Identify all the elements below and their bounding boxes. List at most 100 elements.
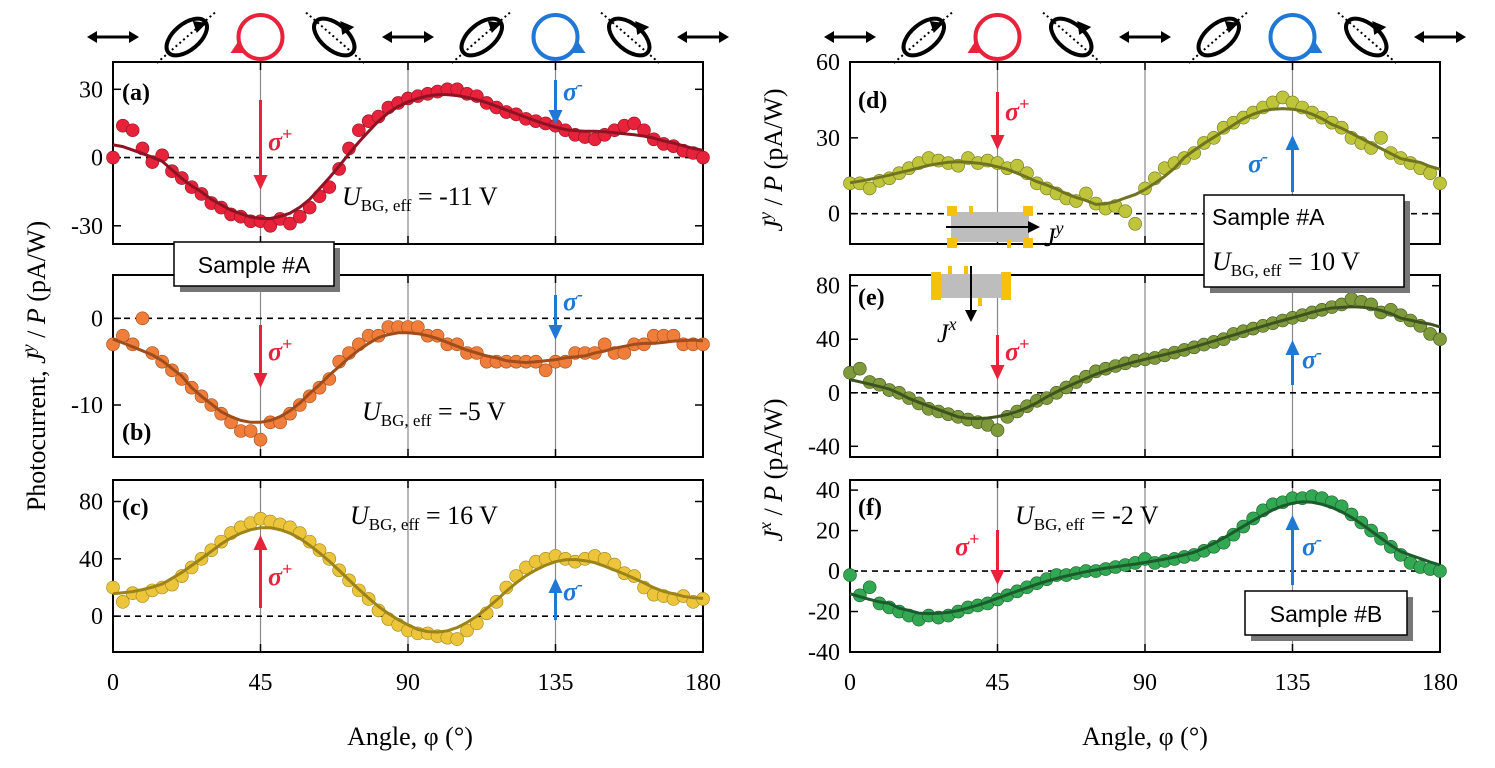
polarization-ell1-icon xyxy=(1188,10,1250,64)
svg-text:σ-: σ- xyxy=(563,574,583,606)
polarization-lin-icon xyxy=(87,31,139,43)
data-point xyxy=(1118,204,1133,218)
sample-b-label: Sample #B xyxy=(1270,601,1383,627)
data-point xyxy=(125,123,140,138)
sigma-plus-arrow: σ+ xyxy=(253,535,292,608)
data-point xyxy=(862,181,877,196)
sigma-minus-arrow: σ- xyxy=(548,284,583,340)
sigma-minus-arrow: σ- xyxy=(548,74,583,125)
y-tick-label: 0 xyxy=(828,559,840,585)
sample-a-label-right: Sample #A xyxy=(1212,204,1325,230)
polarization-ell2-icon xyxy=(303,10,365,64)
jx-label: Jx xyxy=(937,314,957,348)
data-point xyxy=(843,568,857,582)
polarization-ell1-icon xyxy=(156,10,218,64)
y-tick-label: 30 xyxy=(816,126,840,152)
y-tick-label: 80 xyxy=(816,274,840,300)
data-point xyxy=(1433,176,1447,191)
data-point xyxy=(696,150,710,165)
device-inset-jy: Jy xyxy=(946,206,1064,252)
data-point xyxy=(106,150,120,165)
sigma-minus-arrow: σ- xyxy=(548,574,583,620)
device-inset-jx: Jx xyxy=(931,266,1011,348)
polarization-icons-left xyxy=(87,10,729,64)
fit-curve xyxy=(849,305,1441,421)
data-point xyxy=(135,311,150,326)
data-point xyxy=(990,423,1005,438)
polarization-lin-icon xyxy=(824,31,876,43)
sigma-minus-arrow: σ- xyxy=(1285,340,1322,385)
svg-text:σ+: σ+ xyxy=(268,559,292,591)
polarization-circB-icon xyxy=(1268,13,1323,61)
panel-label: (c) xyxy=(122,495,149,521)
data-point xyxy=(312,380,327,395)
data-point xyxy=(253,432,268,447)
x-tick-label: 45 xyxy=(986,670,1010,696)
svg-text:σ-: σ- xyxy=(1302,342,1322,374)
polarization-ell2-icon xyxy=(1040,10,1102,64)
jy-label: Jy xyxy=(1044,218,1064,252)
panel-label: (d) xyxy=(858,88,887,114)
y-axis-label-right-bottom: Jx / P (pA/W) xyxy=(755,398,788,541)
ubg-annotation: UBG, eff = -2 V xyxy=(1015,501,1159,534)
x-tick-label: 0 xyxy=(107,670,119,696)
x-tick-label: 135 xyxy=(538,670,574,696)
data-point xyxy=(1374,131,1388,145)
panel-label: (f) xyxy=(858,495,882,521)
data-point xyxy=(450,632,464,646)
data-point xyxy=(627,116,641,131)
svg-text:σ+: σ+ xyxy=(955,529,979,561)
data-point xyxy=(312,543,327,558)
ubg-annotation: UBG, eff = 16 V xyxy=(350,501,498,534)
x-tick-label: 180 xyxy=(1422,670,1458,696)
polarization-ell1-icon xyxy=(893,10,955,64)
y-tick-label: 0 xyxy=(91,306,103,332)
data-point xyxy=(1433,332,1447,347)
data-point xyxy=(322,552,337,566)
ubg-annotation: UBG, eff = -11 V xyxy=(342,182,498,215)
sample-a-box-left: Sample #A xyxy=(173,241,340,292)
x-tick-label: 45 xyxy=(249,670,273,696)
svg-text:σ+: σ+ xyxy=(268,334,292,366)
polarization-ell2-icon xyxy=(598,10,660,64)
y-tick-label: 0 xyxy=(828,381,840,407)
data-point xyxy=(116,595,130,609)
y-tick-label: 40 xyxy=(816,327,840,353)
x-tick-label: 0 xyxy=(844,670,856,696)
fit-curve xyxy=(849,107,1441,206)
y-tick-label: -30 xyxy=(71,214,103,240)
polarization-lin-icon xyxy=(1414,31,1466,43)
sigma-plus-arrow: σ+ xyxy=(990,334,1029,380)
panel-label: (e) xyxy=(858,285,885,311)
fit-curve xyxy=(112,93,704,220)
sigma-plus-arrow: σ+ xyxy=(955,529,1005,585)
y-tick-label: 0 xyxy=(91,146,103,172)
svg-text:σ+: σ+ xyxy=(268,124,292,156)
x-tick-label: 180 xyxy=(685,670,721,696)
data-point xyxy=(538,363,553,378)
data-point xyxy=(106,580,120,595)
sigma-plus-arrow: σ+ xyxy=(253,325,292,388)
ubg-annotation: UBG, eff = -5 V xyxy=(362,397,506,430)
polarization-circR-icon xyxy=(230,13,285,61)
y-tick-label: 0 xyxy=(828,202,840,228)
polarization-circR-icon xyxy=(967,13,1022,61)
sample-a-ubg-right: UBG, eff = 10 V xyxy=(1212,247,1360,280)
polarization-ell1-icon xyxy=(451,10,513,64)
sample-a-box-right: Sample #A UBG, eff = 10 V xyxy=(1203,194,1410,293)
data-point xyxy=(322,372,337,386)
x-axis-label-right: Angle, φ (°) xyxy=(1082,722,1208,751)
polarization-lin-icon xyxy=(1119,31,1171,43)
fit-curve xyxy=(849,500,1441,616)
y-tick-label: 0 xyxy=(91,604,103,630)
y-tick-label: -20 xyxy=(808,600,840,626)
y-tick-label: 40 xyxy=(79,547,103,573)
x-tick-label: 90 xyxy=(396,670,420,696)
x-tick-label: 90 xyxy=(1133,670,1157,696)
